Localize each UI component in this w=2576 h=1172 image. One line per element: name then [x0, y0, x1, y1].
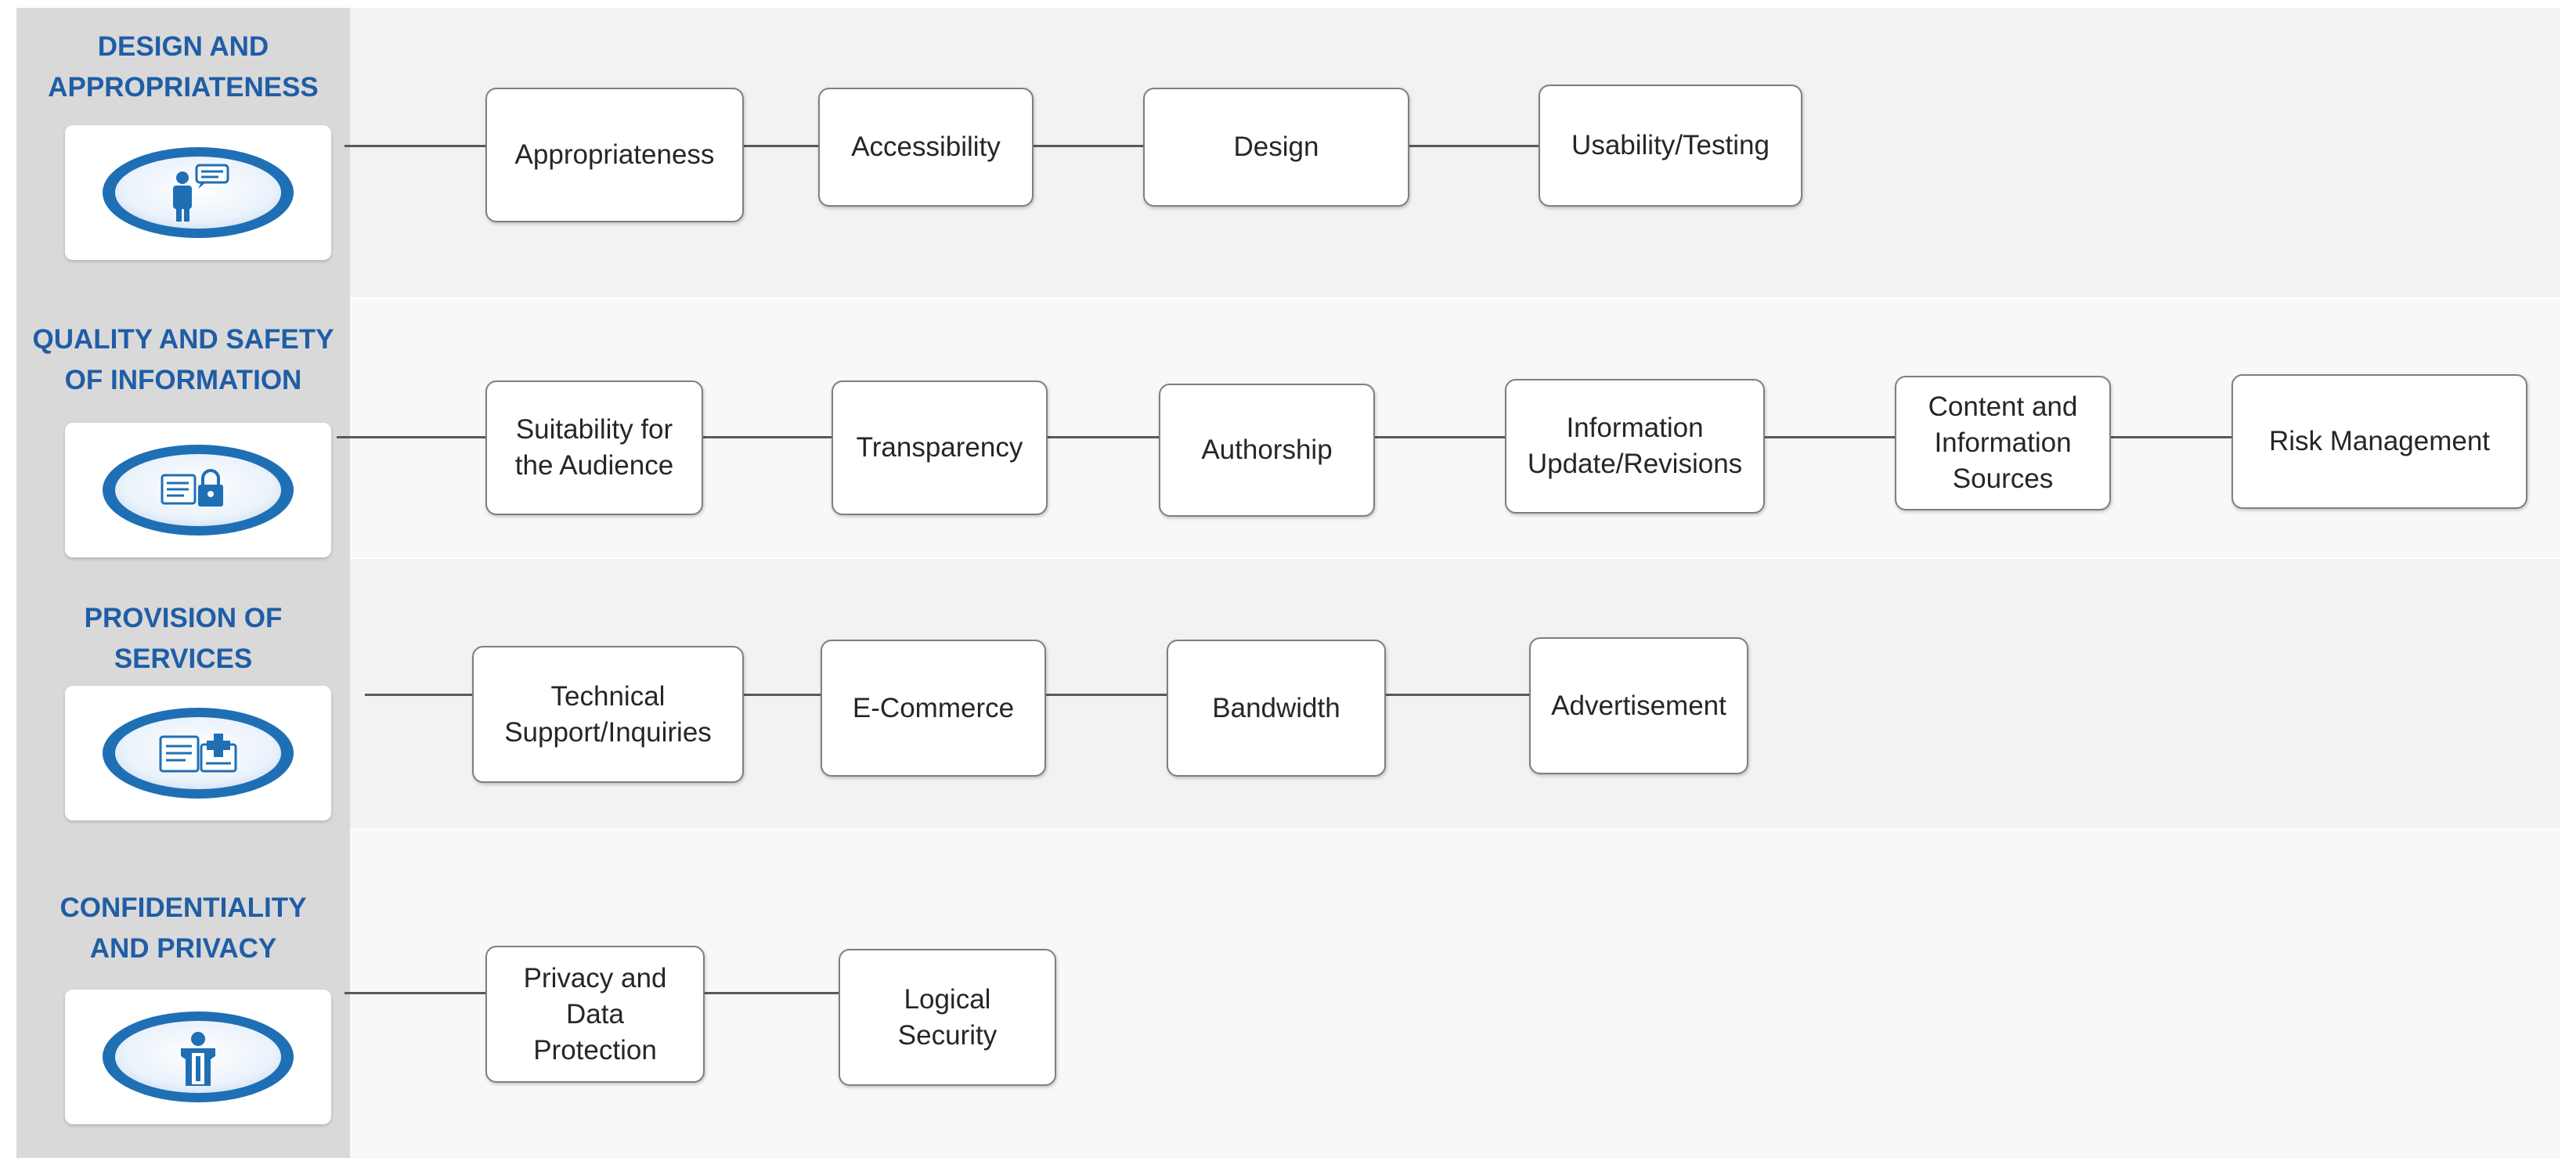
document-with-medical-bag-icon: [103, 708, 294, 799]
criterion-label: Privacy and Data Protection: [523, 962, 667, 1066]
category-icon-card: [65, 686, 331, 820]
criterion-box: Content and Information Sources: [1895, 376, 2111, 510]
criterion-label: Usability/Testing: [1571, 130, 1770, 160]
category-icon-card: [65, 423, 331, 557]
criterion-box: Transparency: [832, 380, 1048, 515]
criterion-box: Risk Management: [2231, 374, 2527, 509]
category-title: DESIGN AND APPROPRIATENESS: [48, 31, 319, 103]
criterion-label: Content and Information Sources: [1928, 391, 2078, 494]
category-title: CONFIDENTIALITY AND PRIVACY: [60, 893, 307, 964]
criterion-box: E-Commerce: [821, 640, 1046, 777]
category-band: [350, 299, 2560, 557]
criterion-box: Privacy and Data Protection: [485, 946, 705, 1083]
criterion-box: Technical Support/Inquiries: [472, 646, 744, 783]
criterion-label: Appropriateness: [514, 139, 715, 170]
criterion-label: Advertisement: [1551, 690, 1726, 721]
person-with-shield-icon: [103, 1012, 294, 1102]
criterion-label: Bandwidth: [1212, 692, 1340, 723]
category-title: PROVISION OF SERVICES: [84, 603, 283, 674]
category-icon-card: [65, 125, 331, 260]
criterion-box: Authorship: [1159, 384, 1375, 517]
criterion-label: Technical Support/Inquiries: [504, 680, 712, 748]
criterion-label: Transparency: [856, 432, 1023, 463]
criterion-label: E-Commerce: [852, 692, 1015, 723]
document-with-lock-icon: [103, 445, 294, 536]
criterion-label: Suitability for the Audience: [514, 414, 674, 481]
criterion-box: Information Update/Revisions: [1505, 379, 1765, 514]
category-title: QUALITY AND SAFETY OF INFORMATION: [32, 324, 334, 395]
criterion-box: Appropriateness: [485, 88, 744, 222]
category-band: [350, 830, 2560, 1159]
criterion-label: Logical Security: [897, 983, 998, 1051]
criterion-box: Logical Security: [839, 949, 1056, 1086]
criterion-box: Suitability for the Audience: [485, 380, 703, 515]
criterion-box: Usability/Testing: [1539, 85, 1802, 207]
person-with-speech-bubble-icon: [103, 147, 294, 238]
criterion-box: Advertisement: [1529, 637, 1748, 774]
category-icon-card: [65, 990, 331, 1124]
criterion-label: Accessibility: [851, 132, 1001, 162]
criterion-box: Bandwidth: [1167, 640, 1386, 777]
criterion-label: Design: [1233, 132, 1319, 162]
criterion-label: Authorship: [1201, 435, 1333, 465]
criterion-box: Design: [1143, 88, 1409, 207]
criterion-label: Information Update/Revisions: [1527, 413, 1743, 479]
criterion-label: Risk Management: [2268, 426, 2491, 456]
criterion-box: Accessibility: [818, 88, 1034, 207]
